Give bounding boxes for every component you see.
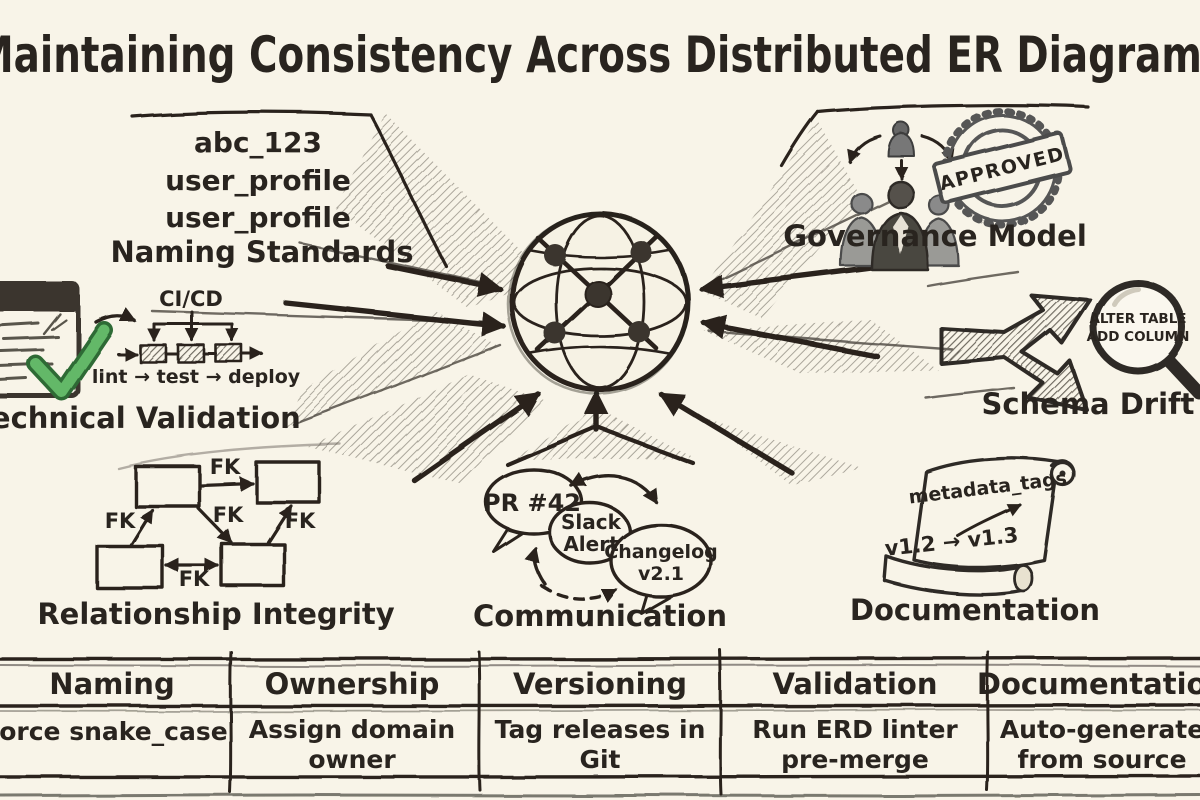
technical-validation-label: Technical Validation xyxy=(0,401,301,435)
network-node xyxy=(544,322,566,344)
window-to-pipeline-arrow xyxy=(94,307,137,324)
magnifier-text-line2: ADD COLUMN xyxy=(1087,329,1190,345)
fk-arrow xyxy=(129,508,154,546)
cicd-label: CI/CD xyxy=(159,287,223,311)
governance-panel-lines xyxy=(780,103,1090,168)
table-cell-versioning-line1: Tag releases in xyxy=(495,715,706,744)
network-node-center xyxy=(584,280,612,308)
bubble-arrow-dashed xyxy=(540,584,619,603)
page-title: Maintaining Consistency Across Distribut… xyxy=(0,26,1200,84)
pencil-wedge xyxy=(702,417,862,486)
magnifier-text-line1: ALTER TABLE xyxy=(1089,311,1186,327)
table-cell-validation-line2: pre-merge xyxy=(781,745,929,774)
fk-arrows xyxy=(129,476,293,574)
table-header-ownership: Ownership xyxy=(265,667,440,701)
approved-stamp-icon xyxy=(931,107,1073,229)
schema-drift-label: Schema Drift xyxy=(981,387,1194,421)
version-arrow xyxy=(956,503,1022,538)
bubble-arrow xyxy=(524,546,547,586)
fk-label: FK xyxy=(213,503,244,527)
pencil-wedge xyxy=(308,374,544,484)
documentation-label: Documentation xyxy=(850,593,1100,627)
table-cell-naming: force snake_case xyxy=(0,717,228,746)
sketch-layer xyxy=(0,103,1200,798)
entity-box xyxy=(95,544,165,590)
network-node xyxy=(544,244,566,266)
bubble-arrow xyxy=(569,472,658,504)
converge-arrows xyxy=(283,263,883,483)
checkmark-icon xyxy=(27,321,113,401)
arrow-from-relationship xyxy=(411,391,542,483)
people-group-icon xyxy=(839,121,961,272)
entity-box xyxy=(133,464,201,508)
table-header-naming: Naming xyxy=(49,667,174,701)
entity-box xyxy=(254,460,321,504)
table-cell-documentation-line2: from source xyxy=(1017,745,1186,774)
fk-label: FK xyxy=(179,567,210,591)
table-header-validation: Validation xyxy=(772,667,937,701)
arrow-from-documentation xyxy=(657,391,795,476)
window-code-icon xyxy=(0,281,81,399)
bubble-slack-text-line1: Slack xyxy=(561,510,622,534)
entity-boxes xyxy=(95,460,321,590)
pipeline-stage-box xyxy=(176,343,206,364)
naming-panel-lines xyxy=(130,110,449,269)
table-cell-documentation-line1: Auto-generate xyxy=(1000,715,1200,744)
table-grid-lines xyxy=(0,648,1200,798)
text-layer: Maintaining Consistency Across Distribut… xyxy=(0,26,1200,774)
globe-circle-echo xyxy=(506,212,690,396)
bubble-changelog-text-line1: Changelog xyxy=(604,541,717,563)
pipeline-stage-box xyxy=(214,343,244,364)
arrow-from-naming xyxy=(385,263,504,297)
fork-arrow-icon xyxy=(939,293,1092,412)
speech-bubble-changelog xyxy=(609,523,713,599)
naming-example-2: user_profile xyxy=(165,164,351,197)
relationship-integrity-label: Relationship Integrity xyxy=(37,597,394,631)
naming-standards-label: Naming Standards xyxy=(110,235,413,269)
bubble-changelog-text-line2: v2.1 xyxy=(638,563,684,585)
table-header-documentation: Documentation xyxy=(977,667,1200,701)
globe-meridian xyxy=(554,214,646,390)
speech-bubbles-icon xyxy=(484,468,713,616)
governance-model-label: Governance Model xyxy=(783,219,1087,253)
fk-label: FK xyxy=(285,509,316,533)
scroll-icon xyxy=(882,456,1076,596)
entity-box xyxy=(220,542,286,588)
cicd-pipeline-icon xyxy=(116,310,265,364)
pipeline-stage-box xyxy=(138,343,168,364)
arrow-from-governance xyxy=(698,264,883,299)
globe-network-icon xyxy=(506,211,691,396)
fk-label: FK xyxy=(210,455,241,479)
fk-arrow xyxy=(266,504,293,544)
pencil-wedge xyxy=(285,310,500,428)
network-node xyxy=(628,321,650,343)
naming-example-1: abc_123 xyxy=(194,126,322,159)
pencil-wedge xyxy=(335,113,548,308)
fk-label: FK xyxy=(105,509,136,533)
pencil-wedge xyxy=(700,121,862,318)
network-node xyxy=(630,241,652,263)
arrow-from-schema-drift xyxy=(700,314,880,359)
communication-tent-lines xyxy=(505,424,696,468)
communication-label: Communication xyxy=(473,599,727,633)
table-cell-ownership-line2: owner xyxy=(308,745,396,774)
globe-equator xyxy=(512,266,688,338)
magnifier-icon xyxy=(1090,279,1200,399)
bubble-slack-text-line2: Alert xyxy=(563,532,619,556)
naming-example-3: user_profile xyxy=(165,201,351,234)
table-header-versioning: Versioning xyxy=(513,667,687,701)
bubble-pr-text: PR #42 xyxy=(483,489,581,517)
table-cell-ownership-line1: Assign domain xyxy=(249,715,455,744)
globe-parallel xyxy=(526,345,674,356)
arrow-from-validation xyxy=(283,300,507,337)
fk-arrow xyxy=(199,476,255,491)
table-cell-validation-line1: Run ERD linter xyxy=(752,715,958,744)
fk-arrow xyxy=(196,506,233,544)
pipeline-steps-label: lint → test → deploy xyxy=(92,366,301,388)
table-cell-versioning-line2: Git xyxy=(579,745,620,774)
